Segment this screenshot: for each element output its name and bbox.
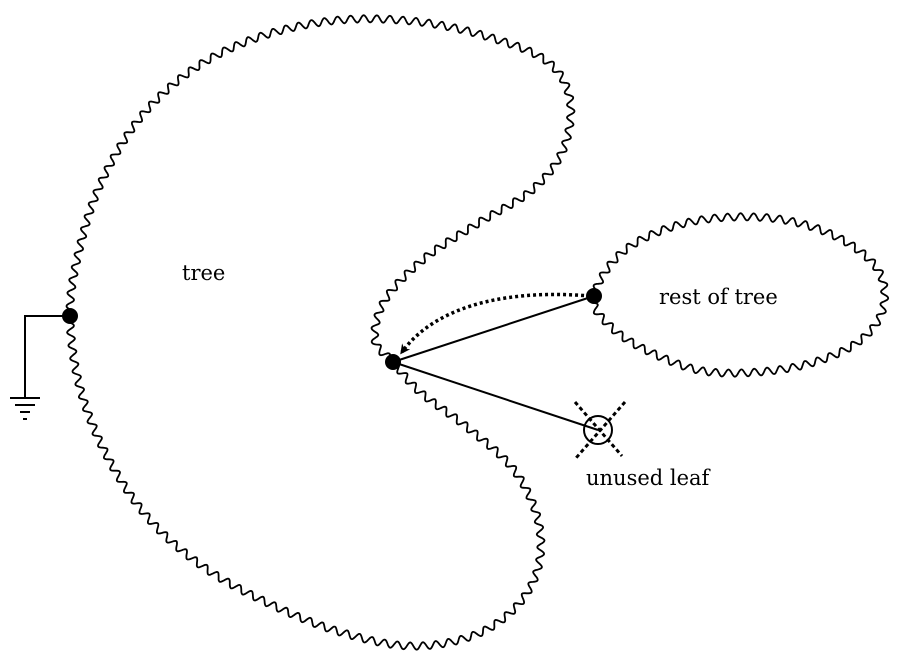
inner-node [385, 354, 401, 370]
tree-label: tree [182, 261, 225, 285]
crossed-circle-icon [573, 401, 627, 459]
root-node [62, 308, 78, 324]
rest-of-tree-boundary [589, 212, 890, 378]
tree-boundary [65, 14, 576, 651]
reattach-arrow [400, 292, 591, 355]
unused-leaf-label: unused leaf [586, 466, 712, 490]
edge-to-rest-of-tree [392, 295, 595, 363]
ground-connection [24, 315, 70, 398]
edge-to-unused-leaf [392, 361, 599, 431]
ground-symbol-icon [10, 397, 40, 420]
rest-of-tree-node [586, 288, 602, 304]
rest-of-tree-label: rest of tree [659, 285, 778, 309]
